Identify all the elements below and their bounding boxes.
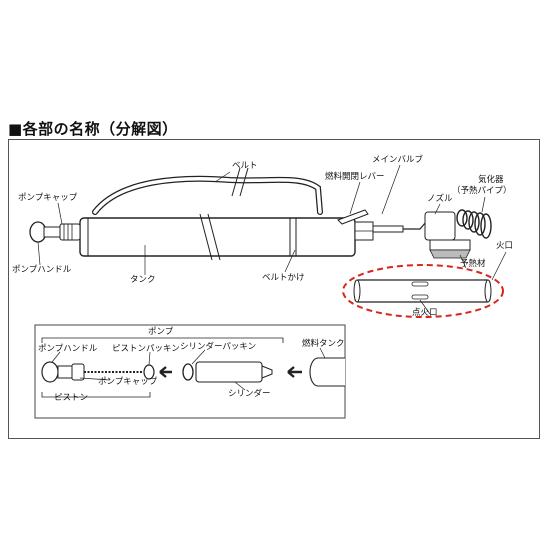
label-main-valve: メインバルブ <box>372 155 424 165</box>
label-preheat-pipe: （予熱パイプ） <box>452 186 512 196</box>
vaporizer-coil <box>456 209 492 239</box>
pump-cap-part <box>59 223 81 241</box>
diagram-frame <box>8 139 540 439</box>
inset-cylinder <box>195 361 263 383</box>
inset-label-piston: ピストン <box>54 393 89 403</box>
inset-pump-handle <box>41 361 59 383</box>
label-preheat-material: 予熱材 <box>460 259 486 269</box>
label-pump-handle: ポンプハンドル <box>12 265 72 275</box>
label-ignition-port: 点火口 <box>412 308 438 318</box>
label-fire-port: 火口 <box>496 241 514 251</box>
inset-label-cylinder: シリンダー <box>228 389 271 399</box>
section-title: ■各部の名称（分解図） <box>8 120 178 138</box>
label-belt-hook: ベルトかけ <box>262 273 305 283</box>
inset-label-pump: ポンプ <box>148 327 174 337</box>
belt-strap <box>92 175 323 215</box>
label-fuel-lever: 燃料開閉レバー <box>325 172 385 182</box>
label-vaporizer: 気化器 <box>478 175 504 185</box>
label-nozzle: ノズル <box>427 194 453 204</box>
label-pump-cap: ポンプキャップ <box>18 193 78 203</box>
inset-label-fuel-tank: 燃料タンク <box>302 339 345 349</box>
fuel-lever-part <box>337 209 369 225</box>
inset-fuel-tank <box>309 357 345 387</box>
nozzle-part <box>424 211 456 241</box>
inset-cylinder-packing <box>182 363 194 381</box>
fire-port-highlight <box>342 264 504 318</box>
label-tank: タンク <box>130 275 156 285</box>
label-belt: ベルト <box>232 161 258 171</box>
inset-label-pump-cap: ポンプキャップ <box>98 377 158 387</box>
inset-label-piston-packing: ピストンパッキン <box>112 344 180 354</box>
inset-label-pump-handle: ポンプハンドル <box>38 344 98 354</box>
inset-label-cylinder-packing: シリンダーパッキン <box>180 342 257 352</box>
